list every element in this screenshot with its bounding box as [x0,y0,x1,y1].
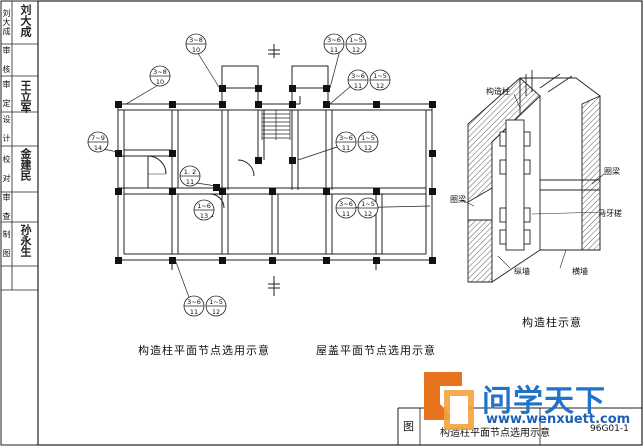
label-column: 构造柱 [486,87,510,96]
label-cross-wall: 横墙 [572,267,588,276]
node-callout: 1~512 [205,295,227,317]
signature: 刘大成 [19,4,32,37]
node-callout: 1~512 [369,69,391,91]
callout-range: 3~6 [339,134,353,142]
callout-range: 1~5 [349,36,363,44]
label-ring-beam-left: 圈梁 [450,195,466,204]
label-tie-teeth: 马牙槎 [598,209,622,218]
drawing-title: 构造柱平面节点选用示意 [440,428,550,439]
callout-page: 10 [192,46,200,54]
node-callout: 3~611 [335,197,357,219]
callout-range: 3~6 [327,36,341,44]
callout-page: 11 [330,46,338,54]
callout-range: 3~6 [187,298,201,306]
signature: 孙永生 [19,224,32,257]
callout-range: 1~5 [361,200,375,208]
iso-caption: 构造柱示意 [522,316,582,329]
strip-role: 审 定 [2,80,11,108]
strip-role: 审 核 [2,46,11,74]
callout-range: 1~5 [209,298,223,306]
callout-page: 12 [352,46,360,54]
node-callout: 1~512 [357,131,379,153]
watermark-name: 问学天下 [482,384,606,419]
plan-caption: 构造柱平面节点选用示意 [138,344,270,357]
callout-range: 3~6 [351,72,365,80]
node-callout: 3~611 [323,33,345,55]
callout-page: 13 [200,212,208,220]
page-number: 96G01-1 [590,424,629,434]
node-callout: 1~512 [357,197,379,219]
node-callout: 1~512 [345,33,367,55]
label-long-wall: 纵墙 [514,267,530,276]
strip-role: 审 查 [2,193,11,221]
callout-page: 12 [364,210,372,218]
node-callout: 3~611 [335,131,357,153]
callout-page: 12 [212,308,220,316]
callout-page: 10 [156,78,164,86]
callout-range: 1~5 [373,72,387,80]
strip-role: 制 图 [2,230,11,258]
node-callout: 3~810 [185,33,207,55]
node-callout: 3~810 [149,65,171,87]
label-ring-beam-right: 圈梁 [604,167,620,176]
node-callout: 3~611 [183,295,205,317]
callout-range: 1~6 [197,202,211,210]
signature: 王立军 [19,80,32,113]
node-callout: 1~613 [193,199,215,221]
strip-role: 设 计 [2,115,11,143]
callout-page: 11 [342,144,350,152]
node-callout: 7~914 [87,131,109,153]
callout-page: 12 [376,82,384,90]
node-callout: 1. 2 11 [179,165,201,187]
strip-role: 校 对 [2,155,11,183]
callout-page: 11 [190,308,198,316]
strip-role: 刘大成 [2,9,11,36]
callout-range: 3~8 [153,68,167,76]
callout-page: 12 [364,144,372,152]
callout-page: 11 [342,210,350,218]
callout-page: 14 [94,144,102,152]
node-callout: 3~611 [347,69,369,91]
callout-range: 3~8 [189,36,203,44]
callout-range: 7~9 [91,134,105,142]
callout-page: 11 [186,178,194,186]
callout-range: 1. 2 [184,168,196,176]
callout-range: 1~5 [361,134,375,142]
callout-range: 3~6 [339,200,353,208]
roof-caption: 屋盖平面节点选用示意 [316,344,436,357]
figure-label: 图 [403,420,414,433]
signature: 金建民 [19,148,32,181]
watermark-url: www.wenxuett.com [486,412,631,427]
callout-page: 11 [354,82,362,90]
